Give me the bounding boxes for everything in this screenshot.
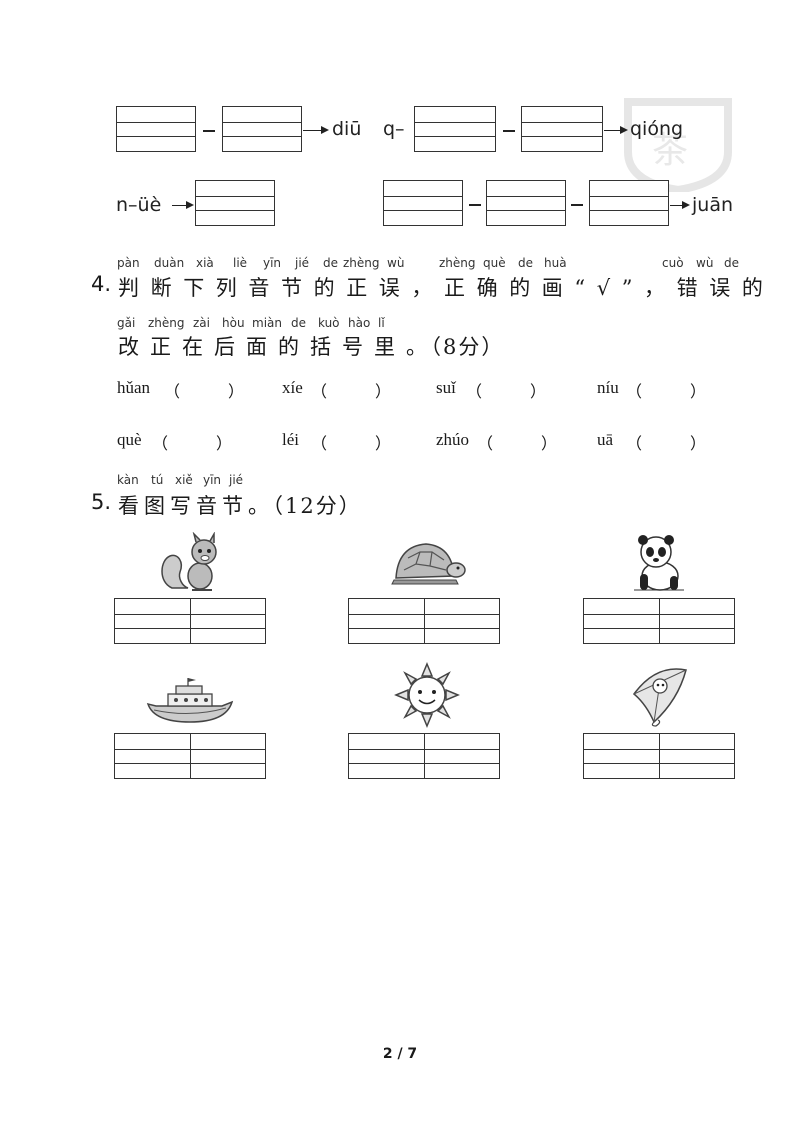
annotation: hòu — [222, 316, 245, 330]
answer-paren[interactable]: （ ） — [311, 434, 392, 453]
annotation: gǎi — [117, 316, 136, 330]
result-pinyin-juan: juān — [692, 194, 734, 216]
sun-icon — [394, 662, 460, 728]
annotation: zhèng — [148, 316, 185, 330]
answer-item-label: léi — [282, 430, 299, 449]
annotation: wù — [387, 256, 405, 270]
answer-item-label: zhúo — [436, 430, 470, 449]
answer-paren[interactable]: （ ） — [626, 434, 707, 453]
annotation: xià — [196, 256, 214, 270]
answer-item-label: hǔan — [117, 378, 151, 397]
annotation: tú — [151, 473, 164, 487]
answer-item-label: xíe — [282, 378, 303, 397]
picture-answer-grid[interactable] — [114, 733, 266, 779]
squirrel-icon — [161, 532, 217, 591]
annotation: de — [518, 256, 533, 270]
annotation: miàn — [252, 316, 282, 330]
picture-answer-grid[interactable] — [348, 733, 500, 779]
annotation: jié — [229, 473, 244, 487]
annotation: zhèng — [439, 256, 476, 270]
pinyin-grid-5[interactable] — [195, 180, 275, 226]
result-pinyin-diu: diū — [332, 118, 362, 140]
kite-icon — [632, 668, 687, 727]
question-5-score: （12分） — [262, 494, 362, 518]
annotation: cuò — [662, 256, 684, 270]
question-4-text-line1: 判断下列音节的正误，正确的画“√”，错误的 — [118, 276, 775, 300]
ship-icon — [146, 678, 234, 723]
answer-item-label: suǐ — [436, 378, 456, 397]
question-number-5: 5. — [91, 490, 112, 514]
arrow-icon — [172, 201, 194, 209]
pinyin-grid-2[interactable] — [222, 106, 302, 152]
pinyin-grid-6[interactable] — [383, 180, 463, 226]
minus-sign — [469, 204, 481, 206]
annotation: xiě — [175, 473, 193, 487]
page-number: 2 / 7 — [382, 1046, 418, 1062]
pinyin-grid-4[interactable] — [521, 106, 603, 152]
question-4-score: （8分） — [420, 335, 505, 359]
arrow-icon — [670, 201, 690, 209]
pinyin-grid-8[interactable] — [589, 180, 669, 226]
annotation: de — [291, 316, 306, 330]
answer-paren[interactable]: （ ） — [466, 382, 547, 401]
minus-sign — [571, 204, 583, 206]
annotation: de — [323, 256, 338, 270]
prefix-q: q– — [383, 118, 405, 140]
annotation: yīn — [263, 256, 282, 270]
annotation: wù — [696, 256, 714, 270]
annotation: kuò — [318, 316, 340, 330]
annotation: duàn — [154, 256, 185, 270]
annotation: de — [724, 256, 739, 270]
svg-text:茶: 茶 — [652, 130, 688, 171]
question-number-4: 4. — [91, 272, 112, 296]
answer-paren[interactable]: （ ） — [152, 434, 233, 453]
picture-answer-grid[interactable] — [348, 598, 500, 644]
arrow-icon — [604, 126, 628, 134]
answer-paren[interactable]: （ ） — [311, 382, 392, 401]
question-5-text: 看图写音节。 — [118, 494, 274, 518]
arrow-icon — [303, 126, 329, 134]
minus-sign — [203, 130, 215, 132]
question-4-text-line2: 改正在后面的括号里。 — [118, 335, 438, 359]
turtle-icon — [391, 543, 466, 585]
answer-item-label: níu — [597, 378, 619, 397]
pinyin-grid-7[interactable] — [486, 180, 566, 226]
annotation: jié — [295, 256, 310, 270]
annotation: zài — [193, 316, 210, 330]
picture-answer-grid[interactable] — [583, 598, 735, 644]
picture-answer-grid[interactable] — [583, 733, 735, 779]
result-pinyin-qiong: qióng — [630, 118, 684, 140]
prefix-nue: n–üè — [116, 194, 162, 216]
annotation: yīn — [203, 473, 222, 487]
annotation: zhèng — [343, 256, 380, 270]
answer-item-label: uā — [597, 430, 614, 449]
annotation: liè — [233, 256, 248, 270]
answer-item-label: què — [117, 430, 142, 449]
pinyin-grid-1[interactable] — [116, 106, 196, 152]
answer-paren[interactable]: （ ） — [477, 434, 558, 453]
annotation: lǐ — [378, 316, 385, 330]
minus-sign — [503, 130, 515, 132]
answer-paren[interactable]: （ ） — [164, 382, 245, 401]
annotation: hào — [348, 316, 371, 330]
annotation: kàn — [117, 473, 139, 487]
pinyin-grid-3[interactable] — [414, 106, 496, 152]
watermark-logo: 茶 — [624, 98, 732, 192]
annotation: què — [483, 256, 506, 270]
panda-icon — [634, 535, 684, 591]
picture-answer-grid[interactable] — [114, 598, 266, 644]
annotation: pàn — [117, 256, 140, 270]
annotation: huà — [544, 256, 567, 270]
answer-paren[interactable]: （ ） — [626, 382, 707, 401]
